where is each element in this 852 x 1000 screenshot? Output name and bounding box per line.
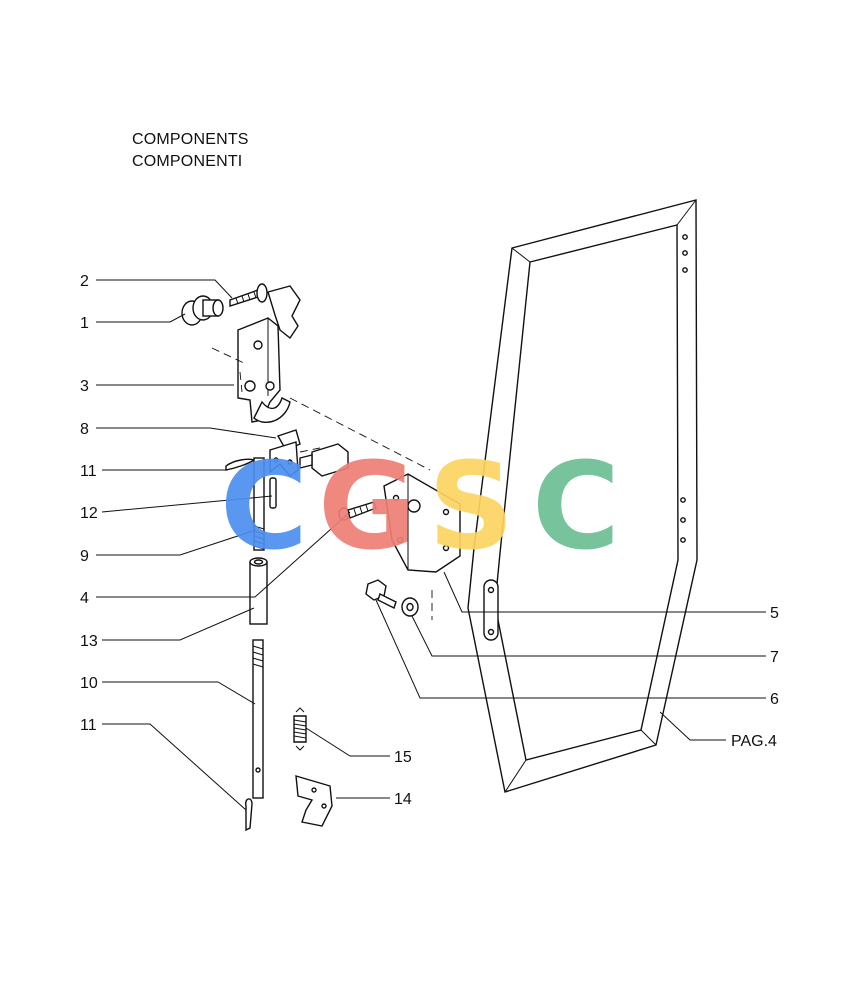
callout-15: 15 bbox=[394, 749, 412, 766]
callout-1: 1 bbox=[80, 315, 89, 332]
rod-part-9 bbox=[253, 457, 265, 551]
callout-11-upper: 11 bbox=[80, 463, 97, 480]
callout-13: 13 bbox=[80, 633, 98, 650]
callout-5: 5 bbox=[770, 605, 779, 622]
callout-page-reference: PAG.4 bbox=[731, 733, 777, 750]
cotter-pin-part-11-lower bbox=[244, 798, 253, 832]
callout-4: 4 bbox=[80, 590, 89, 607]
striker-plate-part-5 bbox=[383, 473, 461, 573]
callout-7: 7 bbox=[770, 649, 779, 666]
watermark-logo: C G S C bbox=[220, 438, 620, 577]
tube-part-13 bbox=[249, 557, 268, 625]
callout-10: 10 bbox=[80, 675, 98, 692]
latch-part-8 bbox=[269, 429, 301, 477]
bracket-part-14 bbox=[295, 775, 333, 827]
door-frame bbox=[467, 199, 698, 793]
watermark-letter-c2: C bbox=[532, 438, 620, 577]
watermark-letter-s: S bbox=[428, 438, 514, 577]
handle-lever bbox=[267, 285, 301, 340]
title-english: COMPONENTS bbox=[132, 131, 249, 148]
pin-part-12 bbox=[269, 477, 277, 509]
callout-3: 3 bbox=[80, 378, 89, 395]
watermark-letter-g: G bbox=[318, 438, 417, 577]
callout-12: 12 bbox=[80, 505, 98, 522]
bolt-part-6 bbox=[365, 579, 397, 609]
title-italian: COMPONENTI bbox=[132, 153, 243, 170]
lock-body-part-3 bbox=[237, 317, 291, 423]
callout-2: 2 bbox=[80, 273, 89, 290]
callout-14: 14 bbox=[394, 791, 412, 808]
long-rod-part-10 bbox=[252, 639, 264, 799]
callout-labels: 2 1 3 8 11 12 9 4 13 10 11 15 14 5 7 6 P… bbox=[80, 273, 779, 808]
watermark-letter-c1: C bbox=[220, 438, 308, 577]
spring-part-15 bbox=[293, 707, 307, 751]
screw-part-4 bbox=[338, 501, 377, 521]
callout-9: 9 bbox=[80, 548, 89, 565]
screw-part-2 bbox=[229, 283, 268, 307]
callout-6: 6 bbox=[770, 691, 779, 708]
callout-11-lower: 11 bbox=[80, 717, 97, 734]
leader-lines bbox=[96, 279, 766, 811]
callout-8: 8 bbox=[80, 421, 89, 438]
latch-block bbox=[299, 443, 349, 477]
washer-part-7 bbox=[401, 597, 419, 617]
knob-part-1 bbox=[181, 295, 224, 326]
